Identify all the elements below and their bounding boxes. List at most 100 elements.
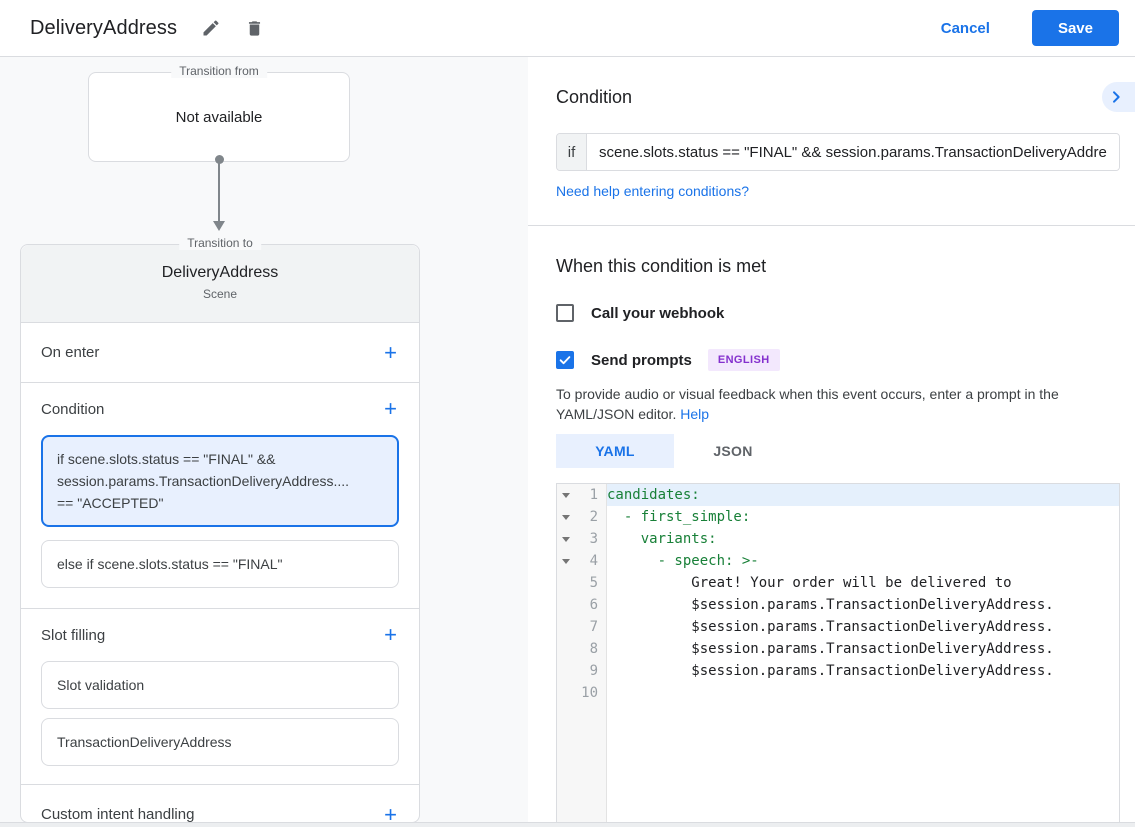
line-number: 10 [581,685,598,701]
line-number: 5 [589,575,598,591]
code-line[interactable]: $session.params.TransactionDeliveryAddre… [607,597,1054,613]
condition-line-2: session.params.TransactionDeliveryAddres… [57,473,350,489]
gutter-line: 3 [557,528,606,550]
add-slot-button[interactable]: + [384,622,397,647]
gutter-line: 2 [557,506,606,528]
slot-filling-label: Slot filling [41,626,106,644]
condition-item-selected[interactable]: if scene.slots.status == "FINAL" && sess… [41,435,399,527]
scene-graph-canvas: Transition from Not available Transition… [0,57,528,827]
code-line[interactable]: $session.params.TransactionDeliveryAddre… [607,663,1054,679]
transition-to-card: Transition to DeliveryAddress Scene On e… [20,236,420,825]
code-line[interactable] [607,682,1119,704]
prompt-help-text: To provide audio or visual feedback when… [556,384,1120,424]
call-webhook-checkbox[interactable] [556,304,574,322]
line-number: 1 [589,487,598,503]
slot-filling-section: Slot filling + Slot validation Transacti… [21,608,419,766]
on-enter-section: On enter + [21,323,419,382]
code-line[interactable]: - speech: >- [607,553,759,569]
transition-from-legend: Transition from [171,64,267,78]
fold-arrow-icon[interactable] [562,515,570,520]
conditions-help-link[interactable]: Need help entering conditions? [556,183,750,199]
send-prompts-label[interactable]: Send prompts [591,351,692,369]
send-prompts-checkbox[interactable] [556,351,574,369]
code-line[interactable]: $session.params.TransactionDeliveryAddre… [607,641,1054,657]
gutter-line: 8 [557,638,606,660]
line-number: 4 [589,553,598,569]
delete-scene-button[interactable] [245,19,264,38]
line-number: 7 [589,619,598,635]
tab-yaml[interactable]: YAML [556,434,674,468]
send-prompts-row: Send prompts ENGLISH [556,349,1120,371]
prompt-help-link[interactable]: Help [680,406,710,422]
gutter-line: 6 [557,594,606,616]
fold-arrow-icon[interactable] [562,537,570,542]
slot-transaction-delivery-address-item[interactable]: TransactionDeliveryAddress [41,718,399,766]
condition-heading: Condition [556,87,633,107]
call-webhook-label[interactable]: Call your webhook [591,304,725,322]
editor-gutter: 1 2 3 4 5 6 7 8 9 10 [557,484,607,825]
gutter-line: 9 [557,660,606,682]
connector-arrowhead-icon [213,221,225,231]
tab-json[interactable]: JSON [674,434,792,468]
condition-line-1: if scene.slots.status == "FINAL" && [57,451,276,467]
webhook-row: Call your webhook [556,304,1120,322]
condition-item-else[interactable]: else if scene.slots.status == "FINAL" [41,540,399,588]
code-line[interactable]: - first_simple: [607,509,751,525]
gutter-line: 1 [557,484,606,506]
transition-to-header: Transition to DeliveryAddress Scene [21,236,419,323]
fold-arrow-icon[interactable] [562,493,570,498]
editor-code-area[interactable]: candidates: - first_simple: variants: - … [607,484,1119,825]
prompt-help-text-body: To provide audio or visual feedback when… [556,386,1059,422]
top-bar: DeliveryAddress Cancel Save [0,0,1135,57]
panel-divider [528,225,1135,226]
when-condition-met-heading: When this condition is met [556,256,767,276]
condition-expression-input[interactable] [587,134,1119,170]
add-custom-intent-button[interactable]: + [384,801,397,827]
condition-editor-panel: Condition if Need help entering conditio… [528,57,1135,827]
slot-validation-item[interactable]: Slot validation [41,661,399,709]
line-number: 2 [589,509,598,525]
line-number: 8 [589,641,598,657]
custom-intent-section: Custom intent handling + [21,784,419,827]
gutter-line: 7 [557,616,606,638]
editor-format-tabs: YAML JSON [556,434,1120,468]
on-enter-label: On enter [41,344,100,361]
line-number: 9 [589,663,598,679]
gutter-line: 5 [557,572,606,594]
line-number: 3 [589,531,598,547]
edit-title-button[interactable] [201,18,221,38]
code-line[interactable]: $session.params.TransactionDeliveryAddre… [607,619,1054,635]
condition-expression-control: if [556,133,1120,171]
add-condition-button[interactable]: + [384,396,397,421]
condition-section-label: Condition [41,400,105,418]
add-on-enter-button[interactable]: + [384,339,397,365]
pencil-icon [201,18,221,38]
fold-arrow-icon[interactable] [562,559,570,564]
language-badge: ENGLISH [707,349,780,371]
save-button[interactable]: Save [1031,10,1119,46]
custom-intent-label: Custom intent handling [41,806,195,823]
page-title: DeliveryAddress [30,16,178,39]
checkmark-icon [558,353,572,367]
window-bottom-edge [0,822,1135,827]
scene-name: DeliveryAddress [161,264,279,281]
transition-from-box: Transition from Not available [88,64,350,162]
line-number: 6 [589,597,598,613]
if-prefix-label: if [557,134,587,170]
code-line[interactable]: variants: [607,531,717,547]
condition-section: Condition + if scene.slots.status == "FI… [21,382,419,588]
code-line[interactable]: candidates: [607,484,1119,506]
code-line[interactable]: Great! Your order will be delivered to [607,575,1012,591]
gutter-line: 4 [557,550,606,572]
connector-line [218,162,220,222]
trash-icon [245,19,264,38]
connector-dot [215,155,224,164]
condition-line-3: == "ACCEPTED" [57,495,164,511]
yaml-code-editor: 1 2 3 4 5 6 7 8 9 10 candidates: - first… [556,483,1120,826]
transition-to-legend: Transition to [179,236,261,250]
scene-type-label: Scene [202,287,238,301]
chevron-right-icon [1108,89,1124,105]
collapse-panel-button[interactable] [1102,82,1135,112]
cancel-button[interactable]: Cancel [940,19,990,37]
transition-from-value: Not available [175,108,263,126]
